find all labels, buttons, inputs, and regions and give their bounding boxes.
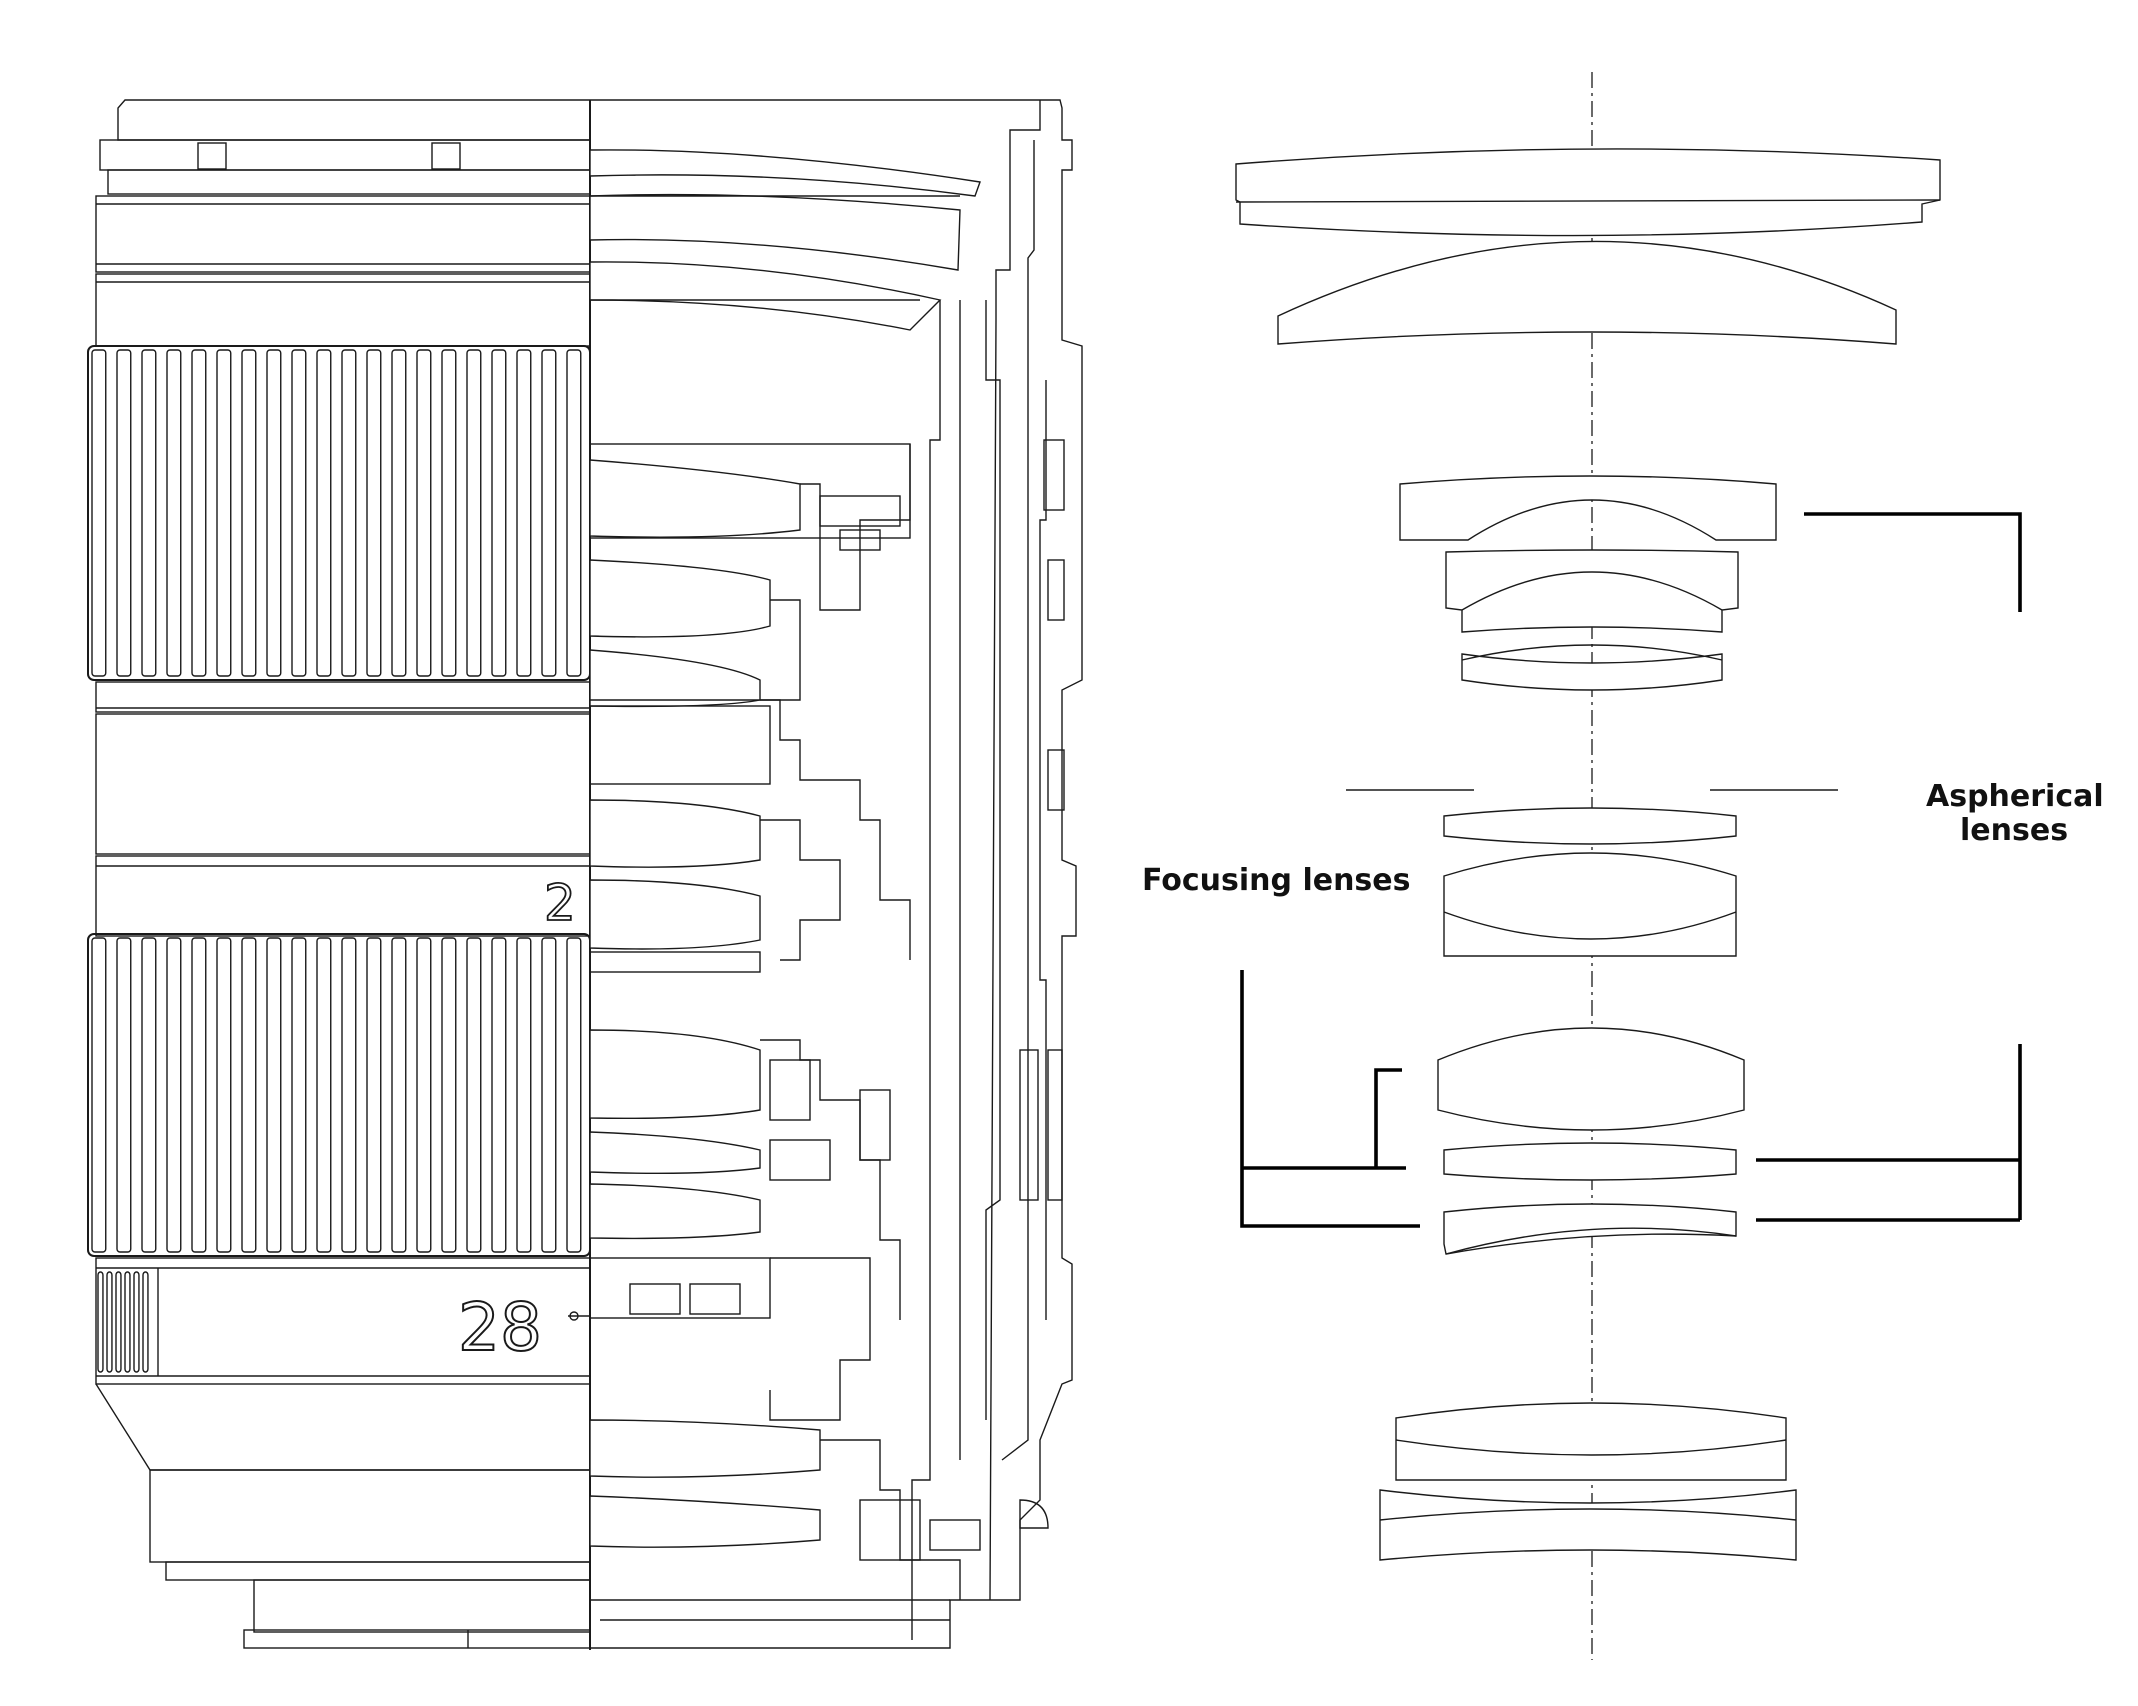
knurl-ridge	[341, 349, 357, 677]
focus-grip-ring	[87, 933, 591, 1257]
knurl-ridge	[466, 349, 482, 677]
lens-element-4	[1445, 549, 1739, 633]
lens-element-12	[1379, 1489, 1797, 1561]
lens-element-1	[1235, 148, 1941, 237]
knurl-ridge	[191, 349, 207, 677]
lens-element-8	[1437, 1027, 1745, 1131]
knurl-ridge	[115, 1271, 122, 1373]
label-aspherical-line2: lenses	[1960, 813, 2068, 848]
knurl-ridge	[516, 937, 532, 1253]
lens-cross-section	[589, 99, 1083, 1649]
knurl-ridge	[266, 349, 282, 677]
aspherical-bracket	[1756, 512, 2022, 1222]
knurl-ridge	[124, 1271, 131, 1373]
lens-element-2	[1277, 240, 1897, 345]
knurl-ridge	[291, 937, 307, 1253]
knurl-ridge	[566, 349, 582, 677]
knurl-ridge	[91, 349, 107, 677]
knurl-ridge	[191, 937, 207, 1253]
knurl-ridge	[133, 1271, 140, 1373]
knurl-ridge	[91, 937, 107, 1253]
knurl-ridge	[116, 349, 132, 677]
aperture-marking: 2	[544, 874, 576, 932]
lens-element-3	[1399, 475, 1777, 541]
knurl-ridge	[341, 937, 357, 1253]
knurl-ridge	[142, 1271, 149, 1373]
knurl-ridge	[441, 349, 457, 677]
knurl-ridge	[391, 349, 407, 677]
knurl-ridge	[291, 349, 307, 677]
knurl-ridge	[166, 349, 182, 677]
knurl-ridge	[106, 1271, 113, 1373]
knurl-ridge	[97, 1271, 104, 1373]
lens-barrel-exterior: 2 28	[87, 99, 591, 1649]
knurl-ridge	[416, 937, 432, 1253]
knurl-ridge	[116, 937, 132, 1253]
knurl-ridge	[241, 349, 257, 677]
focal-length-marking: 28	[458, 1289, 542, 1366]
knurl-ridge	[166, 937, 182, 1253]
knurl-ridge	[316, 349, 332, 677]
knurl-ridge	[416, 349, 432, 677]
lens-element-11	[1395, 1402, 1787, 1481]
knurl-ridge	[441, 937, 457, 1253]
lens-element-5	[1461, 653, 1723, 691]
knurl-ridge	[141, 937, 157, 1253]
knurl-ridge	[541, 937, 557, 1253]
lens-element-7	[1443, 852, 1737, 957]
knurl-ridge	[266, 937, 282, 1253]
knurl-ridge	[491, 937, 507, 1253]
knurl-ridge	[241, 937, 257, 1253]
knurl-ridge	[366, 349, 382, 677]
lens-element-9	[1443, 1142, 1737, 1181]
focusing-bracket	[1240, 970, 1420, 1228]
knurl-ridge	[216, 937, 232, 1253]
knurl-ridge	[366, 937, 382, 1253]
knurl-ridge	[516, 349, 532, 677]
knurl-ridge	[141, 349, 157, 677]
lens-element-6	[1443, 807, 1737, 845]
label-focusing-lenses: Focusing lenses	[1142, 863, 1411, 898]
knurl-ridge	[216, 349, 232, 677]
knurl-ridge	[566, 937, 582, 1253]
knurl-ridge	[391, 937, 407, 1253]
knurl-ridge	[316, 937, 332, 1253]
knurl-ridge	[541, 349, 557, 677]
knurl-ridge	[491, 349, 507, 677]
label-aspherical-line1: Aspherical	[1926, 779, 2104, 814]
optical-elements	[1235, 72, 1941, 1660]
aperture-grip-ring	[87, 345, 591, 681]
knurl-ridge	[466, 937, 482, 1253]
